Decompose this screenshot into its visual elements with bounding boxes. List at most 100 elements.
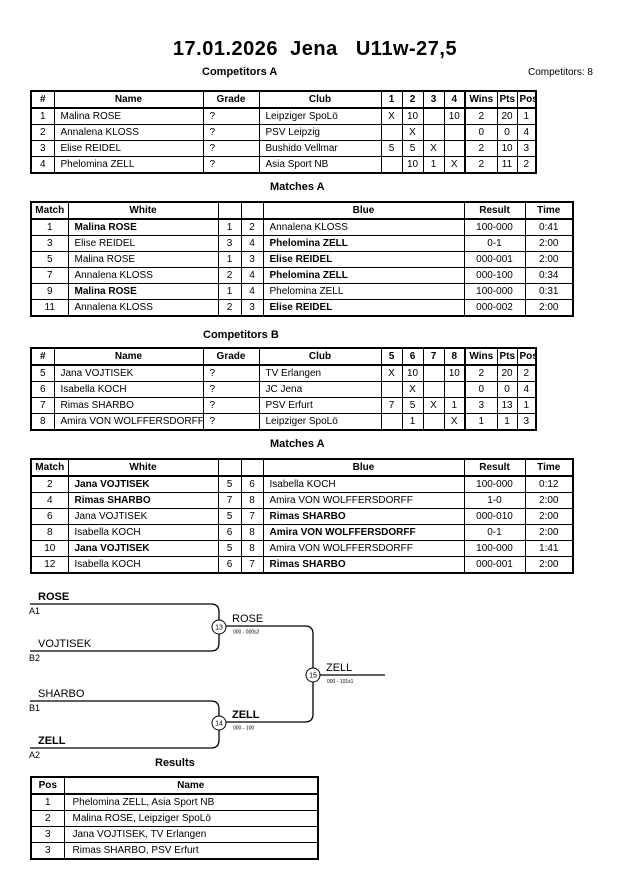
bracket-winner-name: ZELL	[232, 709, 260, 721]
matches-a-table: Match White Blue Result Time 1 Malina RO…	[30, 201, 574, 317]
bracket-winner-name: ROSE	[232, 613, 263, 625]
cell: Phelomina ZELL, Asia Sport NB	[63, 793, 319, 811]
cell: 7	[30, 397, 55, 414]
header-cell	[240, 458, 264, 477]
cell: 3	[217, 235, 242, 252]
cell: 1	[464, 413, 498, 431]
table-row: Pos Name	[30, 776, 319, 795]
cell: 3	[30, 826, 65, 843]
cell: 100-000	[463, 475, 526, 493]
cell: 1-0	[463, 492, 526, 509]
cell: 3	[240, 251, 264, 268]
cell: 4	[240, 283, 264, 300]
cell: Phelomina ZELL	[53, 156, 204, 174]
cell: 5	[30, 364, 55, 382]
cell: 2:00	[524, 556, 574, 574]
cell	[422, 413, 445, 431]
header-cell: Wins	[464, 347, 498, 366]
header-cell: Pos	[516, 347, 537, 366]
cell: 2	[30, 810, 65, 827]
header-cell: Name	[53, 90, 204, 109]
cell: 000-001	[463, 251, 526, 268]
header-cell: Match	[30, 458, 69, 477]
cell: JC Jena	[258, 381, 382, 398]
cell: 1	[30, 793, 65, 811]
cell: 8	[30, 524, 69, 541]
header-cell: 4	[443, 90, 466, 109]
cell	[443, 124, 466, 141]
cell	[422, 107, 445, 125]
table-row: 10 Jana VOJTISEK 5 8 Amira VON WOLFFERSD…	[30, 540, 574, 557]
cell: 0:34	[524, 267, 574, 284]
cell: 2	[464, 156, 498, 174]
cell: 8	[240, 492, 264, 509]
table-row: 7 Rimas SHARBO ? PSV Erfurt 7 5 X 1 3 13…	[30, 397, 537, 414]
cell: 10	[496, 140, 518, 157]
cell: Jana VOJTISEK, TV Erlangen	[63, 826, 319, 843]
match-number-circle	[305, 667, 321, 683]
cell: 4	[516, 124, 537, 141]
header-cell: Match	[30, 201, 69, 220]
header-cell: Time	[524, 458, 574, 477]
cell: 5	[217, 475, 242, 493]
match-number: 13	[215, 625, 223, 632]
matches-a-heading: Matches A	[270, 181, 325, 193]
cell: Phelomina ZELL	[262, 283, 465, 300]
bracket-slot-name: VOJTISEK	[38, 638, 92, 650]
cell: Isabella KOCH	[262, 475, 465, 493]
table-row: 6 Jana VOJTISEK 5 7 Rimas SHARBO 000-010…	[30, 508, 574, 525]
header-cell: #	[30, 347, 55, 366]
cell: 11	[30, 299, 69, 317]
cell: 13	[496, 397, 518, 414]
table-row: 6 Isabella KOCH ? JC Jena X 0 0 4	[30, 381, 537, 398]
cell: 100-000	[463, 283, 526, 300]
bracket-line	[30, 634, 220, 652]
cell: 8	[240, 540, 264, 557]
cell: 2	[464, 364, 498, 382]
cell: 2	[240, 218, 264, 236]
cell: X	[380, 364, 403, 382]
matches-b-table: Match White Blue Result Time 2 Jana VOJT…	[30, 458, 574, 574]
header-cell: Club	[258, 347, 382, 366]
cell: Malina ROSE	[53, 107, 204, 125]
cell: Amira VON WOLFFERSDORFF	[53, 413, 204, 431]
cell: Elise REIDEL	[262, 299, 465, 317]
cell: 4	[30, 156, 55, 174]
bracket-line	[30, 603, 220, 620]
table-row: 3 Elise REIDEL 3 4 Phelomina ZELL 0-1 2:…	[30, 235, 574, 252]
cell: 9	[30, 283, 69, 300]
cell: 5	[401, 397, 424, 414]
cell: 20	[496, 364, 518, 382]
cell: 10	[401, 156, 424, 174]
cell: 000-002	[463, 299, 526, 317]
bracket-seed-label: B1	[29, 703, 40, 713]
cell	[380, 124, 403, 141]
cell: 5	[30, 251, 69, 268]
cell: 2:00	[524, 524, 574, 541]
cell: 0:41	[524, 218, 574, 236]
cell: Malina ROSE	[67, 251, 219, 268]
cell: 2:00	[524, 492, 574, 509]
cell: X	[380, 107, 403, 125]
bracket-line	[226, 625, 314, 668]
cell: 0:31	[524, 283, 574, 300]
cell: 2	[30, 124, 55, 141]
cell: 2	[217, 267, 242, 284]
cell: 10	[401, 107, 424, 125]
header-cell: 8	[443, 347, 466, 366]
cell: 6	[240, 475, 264, 493]
table-row: 12 Isabella KOCH 6 7 Rimas SHARBO 000-00…	[30, 556, 574, 574]
competitors-count: Competitors: 8	[527, 67, 593, 78]
header-cell: Grade	[202, 347, 260, 366]
match-number: 14	[215, 721, 223, 728]
cell: Annalena KLOSS	[67, 267, 219, 284]
cell: Jana VOJTISEK	[67, 508, 219, 525]
cell: Phelomina ZELL	[262, 235, 465, 252]
page-title: 17.01.2026 Jena U11w-27,5	[172, 38, 458, 60]
bracket-slot-name: ROSE	[38, 591, 69, 603]
results-table: Pos Name 1 Phelomina ZELL, Asia Sport NB…	[30, 776, 319, 860]
cell: Asia Sport NB	[258, 156, 382, 174]
cell: 11	[496, 156, 518, 174]
cell: 2:00	[524, 508, 574, 525]
cell: Malina ROSE, Leipziger SpoLö	[63, 810, 319, 827]
